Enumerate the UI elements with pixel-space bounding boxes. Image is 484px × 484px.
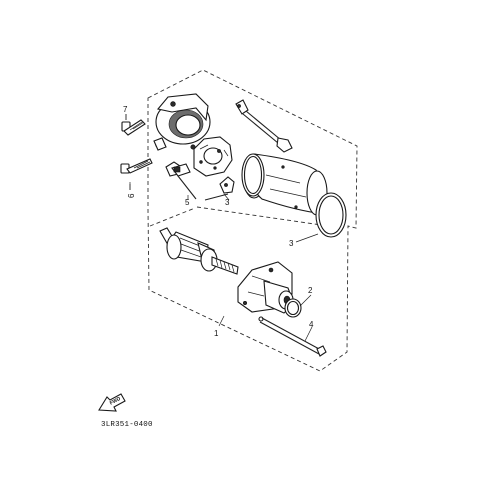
o-ring-right[interactable] bbox=[315, 192, 347, 238]
brush-holder-5[interactable] bbox=[165, 161, 235, 201]
bolt-6[interactable] bbox=[120, 158, 153, 190]
front-cover[interactable] bbox=[153, 93, 211, 151]
callout-2: 2 bbox=[308, 286, 313, 295]
o-ring-2[interactable] bbox=[284, 298, 302, 318]
bolt-7[interactable] bbox=[121, 114, 146, 136]
leader-lines bbox=[125, 114, 319, 342]
callout-6: 6 bbox=[127, 193, 136, 198]
through-bolt-4[interactable] bbox=[258, 316, 327, 357]
callout-5: 5 bbox=[185, 198, 190, 207]
o-ring-left[interactable] bbox=[241, 153, 265, 197]
callout-7: 7 bbox=[123, 105, 128, 114]
callout-4: 4 bbox=[309, 320, 314, 329]
diagram-code: 3LR351-0400 bbox=[101, 421, 153, 429]
brush-plate[interactable] bbox=[193, 136, 233, 177]
armature[interactable] bbox=[159, 227, 239, 275]
terminal-lead[interactable] bbox=[235, 99, 293, 153]
forward-arrow-icon: FWD bbox=[98, 393, 126, 412]
fwd-label: FWD bbox=[109, 396, 122, 407]
callout-3-upper: 3 bbox=[225, 198, 230, 207]
callout-3-lower: 3 bbox=[289, 239, 294, 248]
callout-1: 1 bbox=[214, 329, 219, 338]
